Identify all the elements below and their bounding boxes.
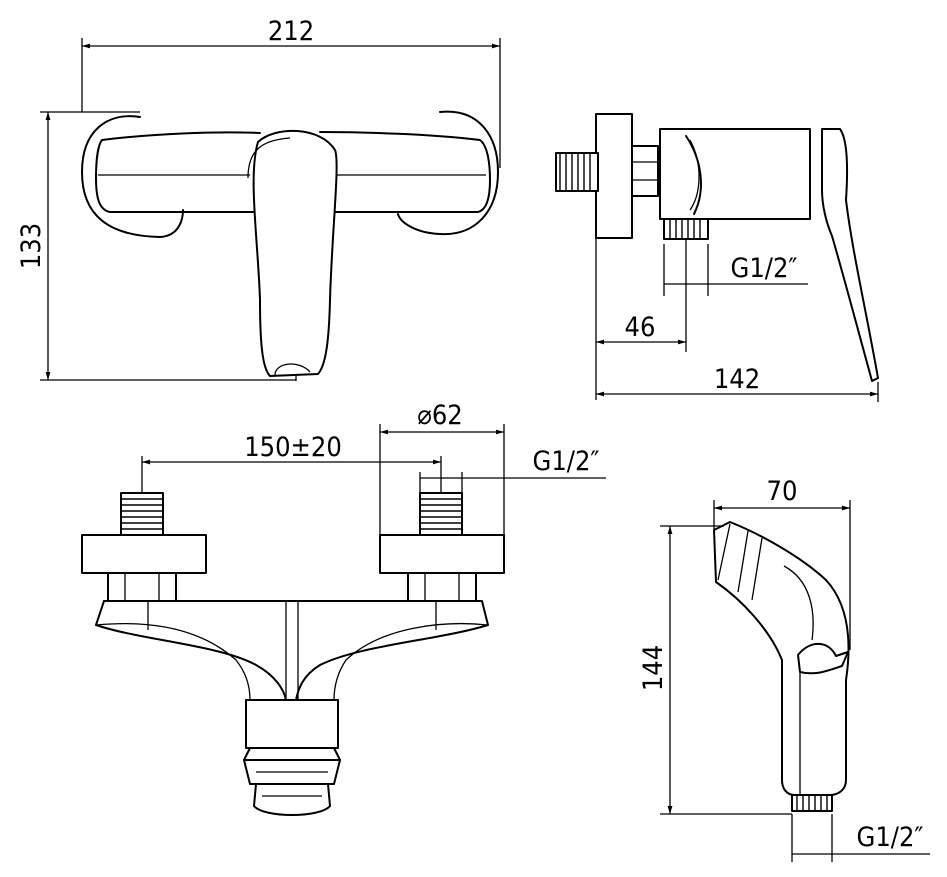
front-view [81, 110, 499, 381]
label-side-thread: G1/2″ [731, 253, 798, 284]
label-inlet-thread: G1/2″ [533, 446, 600, 477]
label-flange-diameter: ⌀62 [417, 400, 463, 431]
label-side-depth: 142 [714, 364, 760, 395]
dimension-labels: 212 133 G1/2″ 46 142 ⌀62 150±20 G1/2″ 70… [16, 16, 924, 853]
label-front-height: 133 [16, 223, 47, 269]
label-centers: 150±20 [244, 432, 342, 463]
side-thread [559, 153, 591, 191]
label-front-width: 212 [268, 16, 314, 47]
label-handset-width: 70 [767, 476, 798, 507]
right-inlet-thread [420, 498, 462, 530]
label-side-offset: 46 [625, 312, 656, 343]
label-handset-height: 144 [638, 645, 669, 691]
bottom-view [81, 492, 505, 816]
hand-shower-view [713, 521, 850, 812]
label-handset-thread: G1/2″ [857, 822, 924, 853]
left-inlet-thread [121, 498, 163, 530]
dimension-lines [40, 38, 930, 862]
side-view [555, 113, 879, 382]
